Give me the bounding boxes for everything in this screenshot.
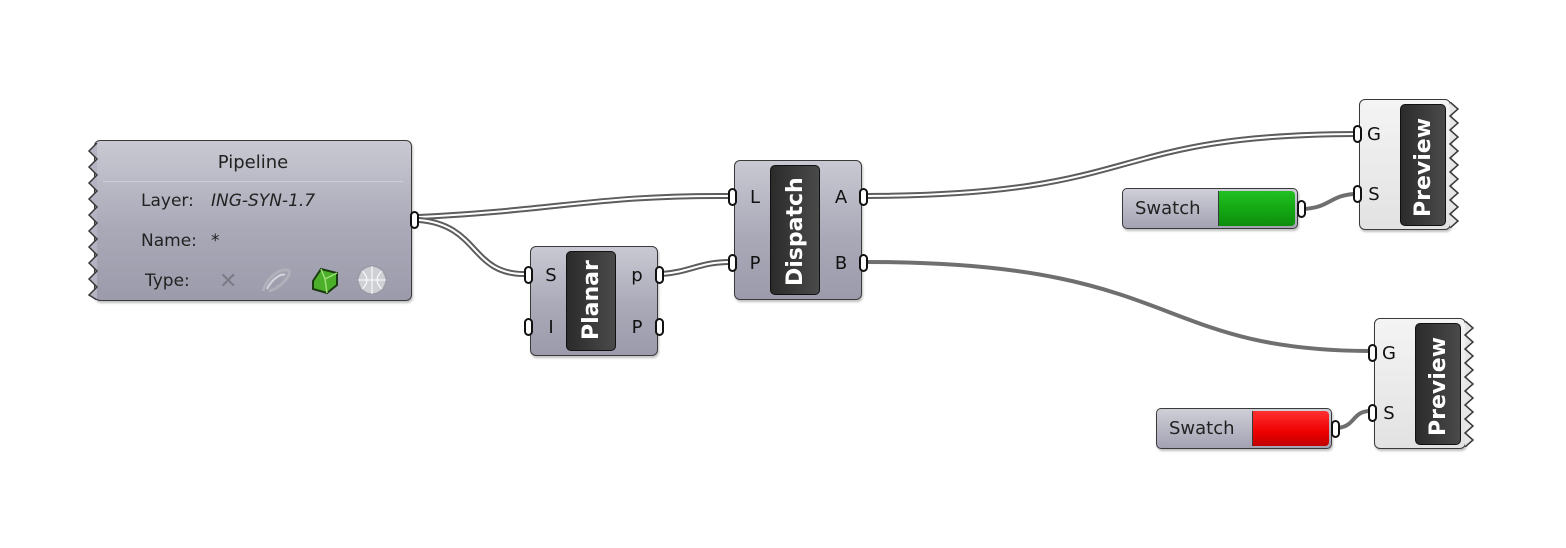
swatch-bottom[interactable]: Swatch	[1156, 408, 1340, 449]
planar-output-p-lower: p	[631, 265, 643, 286]
dispatch-output-a: A	[834, 187, 848, 208]
zigzag-edge-icon	[1448, 102, 1460, 228]
zigzag-edge-icon	[87, 143, 99, 300]
pipeline-title: Pipeline	[103, 145, 403, 182]
swatch-top[interactable]: Swatch	[1122, 188, 1306, 229]
planar-output-p-upper: P	[631, 317, 643, 338]
planar-grip-p-out1[interactable]	[655, 266, 664, 284]
brep-icon[interactable]	[307, 263, 343, 297]
wire-pipeline-planar-s	[416, 217, 529, 278]
swatch-top-grip[interactable]	[1297, 200, 1306, 218]
planar-component[interactable]: S I p P Planar	[524, 246, 664, 356]
layer-label: Layer:	[141, 191, 194, 211]
swatch-bottom-grip[interactable]	[1331, 420, 1340, 438]
preview-bottom-title: Preview	[1426, 336, 1451, 436]
dispatch-title: Dispatch	[783, 177, 808, 286]
planar-input-i: I	[548, 317, 554, 338]
swatch-top-label: Swatch	[1135, 198, 1201, 219]
swatch-bottom-color[interactable]	[1252, 411, 1329, 446]
dispatch-input-p: P	[749, 253, 761, 274]
planar-grip-s[interactable]	[524, 266, 533, 284]
preview-top-name-slot: Preview	[1400, 104, 1446, 226]
planar-grip-p-out2[interactable]	[655, 318, 664, 336]
dispatch-component[interactable]: L P A B Dispatch	[728, 160, 868, 300]
zigzag-edge-icon	[1463, 321, 1475, 447]
dispatch-grip-b[interactable]	[859, 254, 868, 272]
dispatch-grip-a[interactable]	[859, 188, 868, 206]
mesh-icon[interactable]	[355, 263, 389, 297]
preview-top-input-s: S	[1368, 184, 1380, 205]
preview-top-component[interactable]: G S Preview	[1353, 99, 1460, 230]
dispatch-name-slot: Dispatch	[770, 165, 820, 295]
wire-swatch-top-preview-s	[1301, 192, 1357, 211]
wire-swatch-bottom-preview-s	[1335, 409, 1371, 430]
wire-planar-dispatch-p	[659, 259, 733, 277]
planar-title: Planar	[579, 260, 604, 340]
wire-pipeline-dispatch-l	[416, 192, 733, 220]
x-icon[interactable]: ✕	[219, 269, 238, 294]
preview-bottom-grip-s[interactable]	[1368, 404, 1377, 422]
preview-top-title: Preview	[1411, 117, 1436, 217]
wire-dispatch-b-preview-g	[865, 260, 1371, 353]
preview-top-input-g: G	[1367, 124, 1381, 145]
preview-bottom-name-slot: Preview	[1415, 323, 1461, 445]
preview-bottom-input-g: G	[1382, 343, 1396, 364]
planar-name-slot: Planar	[566, 251, 616, 351]
swatch-bottom-label: Swatch	[1169, 418, 1235, 439]
name-label: Name:	[141, 231, 197, 251]
pipeline-output-grip[interactable]	[410, 211, 419, 229]
dispatch-grip-l[interactable]	[728, 188, 737, 206]
preview-bottom-grip-g[interactable]	[1368, 344, 1377, 362]
planar-grip-i[interactable]	[524, 318, 533, 336]
dispatch-output-b: B	[834, 253, 848, 274]
dispatch-input-l: L	[749, 187, 761, 208]
preview-bottom-input-s: S	[1383, 403, 1395, 424]
name-value[interactable]: *	[211, 231, 220, 251]
wire-dispatch-a-preview-g	[864, 131, 1358, 199]
preview-top-grip-g[interactable]	[1353, 125, 1362, 143]
layer-value[interactable]: ING-SYN-1.7	[211, 191, 316, 211]
dispatch-grip-p[interactable]	[728, 254, 737, 272]
curve-icon[interactable]	[259, 265, 293, 295]
pipeline-component[interactable]: Pipeline Layer: ING-SYN-1.7 Name: * Type…	[87, 140, 419, 301]
preview-bottom-component[interactable]: G S Preview	[1368, 318, 1475, 449]
swatch-top-color[interactable]	[1218, 191, 1295, 226]
type-label: Type:	[145, 271, 190, 291]
planar-input-s: S	[545, 265, 557, 286]
preview-top-grip-s[interactable]	[1353, 185, 1362, 203]
